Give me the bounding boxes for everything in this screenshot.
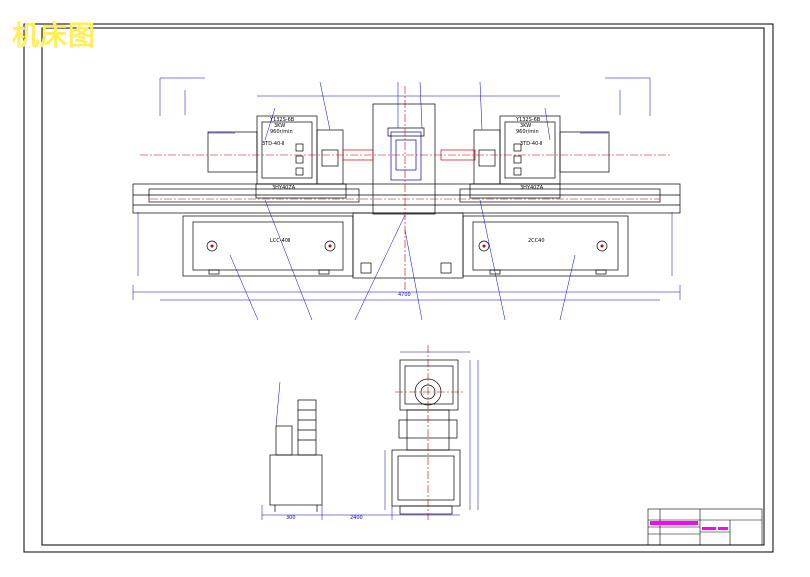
left-motor-speed: 960r/min (270, 129, 293, 135)
left-motor (207, 131, 258, 173)
left-motor-power: 3KW (274, 123, 286, 129)
inner-border (41, 27, 765, 546)
side-base (391, 449, 461, 507)
left-motor-model: Y132S-6B (270, 117, 295, 123)
side-base-dimension: 2400 (350, 515, 363, 521)
left-slide-rail (148, 188, 360, 203)
right-gearbox (473, 129, 501, 185)
right-motor (559, 131, 610, 173)
left-base-label: LCC-40Ⅱ (270, 238, 291, 244)
overall-dimension: 4700 (398, 292, 411, 298)
right-motor-speed: 960r/min (516, 129, 539, 135)
title-block-accents (650, 521, 728, 530)
outer-border (23, 23, 774, 553)
right-tool-label: 3TD-40-Ⅱ (520, 141, 543, 147)
side-width-dimension: 300 (286, 515, 296, 521)
right-base-label: 2CC40 (528, 238, 545, 244)
hydraulic-tank (269, 454, 323, 506)
front-dimensions (132, 77, 681, 321)
left-tool-label: 3TD-40-Ⅱ (262, 141, 285, 147)
left-slide-label: 3HY40ZA (272, 185, 296, 191)
center-column (352, 212, 464, 279)
left-base (182, 215, 354, 277)
right-motor-power: 3KW (520, 123, 532, 129)
left-power-head (256, 115, 318, 185)
side-dimensions (261, 351, 479, 520)
right-slide-label: 3HY40ZA (520, 185, 544, 191)
left-gearbox (316, 129, 344, 185)
hydraulic-unit (269, 399, 323, 512)
right-motor-model: Y132S-6B (516, 117, 541, 123)
front-view (132, 103, 681, 279)
bed-rail (132, 183, 681, 214)
title-block (647, 508, 763, 546)
center-fixture (372, 103, 436, 215)
drawing-title: 机床图 (12, 21, 96, 52)
side-view (391, 359, 461, 515)
centerlines (140, 86, 670, 290)
